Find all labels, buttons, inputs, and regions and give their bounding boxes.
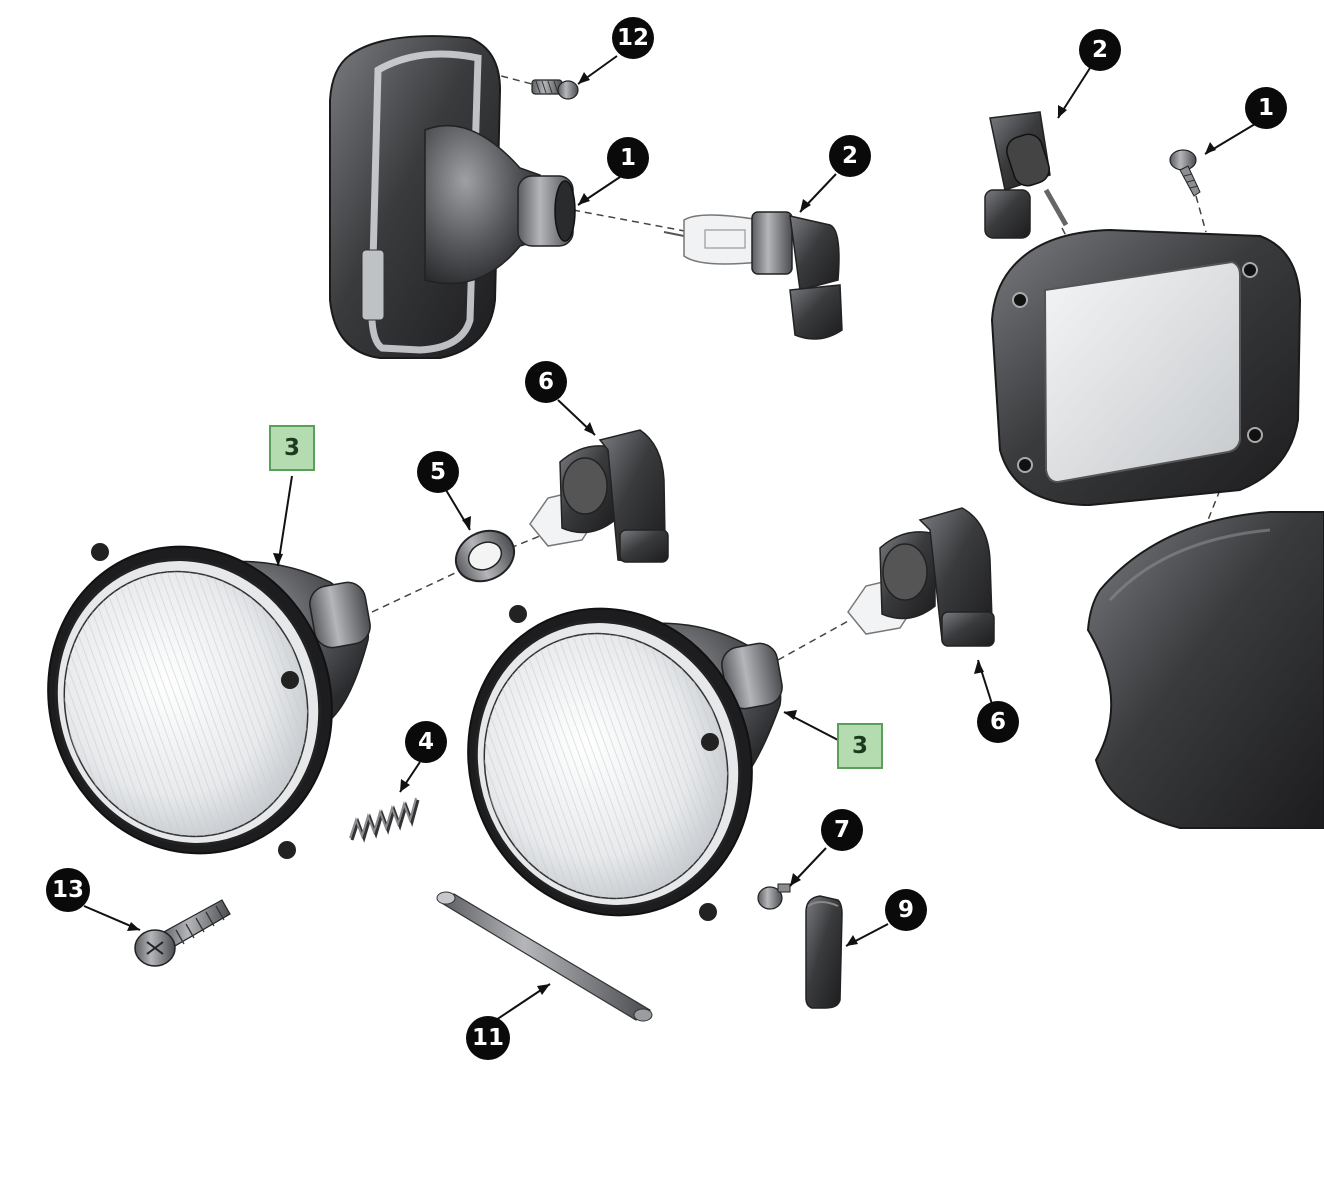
adjuster-spring	[349, 797, 420, 843]
svg-text:4: 4	[418, 729, 434, 755]
svg-text:3: 3	[284, 435, 300, 461]
hinge-pin	[436, 891, 653, 1022]
callout-6-middle: 6	[525, 361, 567, 403]
svg-text:9: 9	[898, 897, 914, 923]
svg-text:13: 13	[52, 877, 84, 903]
callout-1-top-right: 1	[1245, 87, 1287, 129]
small-screw	[757, 883, 791, 910]
bulb-socket-middle	[529, 429, 669, 563]
self-tapping-screw	[531, 79, 579, 100]
svg-text:1: 1	[620, 145, 636, 171]
callout-2-top-center: 2	[829, 135, 871, 177]
bulb-socket-top-right	[984, 111, 1069, 239]
sealing-ring	[454, 529, 516, 583]
svg-text:6: 6	[538, 369, 554, 395]
callout-9: 9	[885, 889, 927, 931]
callout-3-left-boxed: 3	[269, 425, 315, 471]
leader-arrowheads	[127, 72, 1216, 995]
round-headlamp-left	[47, 543, 371, 859]
callout-7: 7	[821, 809, 863, 851]
callout-12-top: 12	[612, 17, 654, 59]
svg-text:3: 3	[852, 733, 868, 759]
svg-text:5: 5	[430, 459, 446, 485]
callout-13: 13	[46, 868, 90, 912]
svg-text:2: 2	[1092, 37, 1108, 63]
square-lamp-assembly	[990, 228, 1302, 507]
svg-text:11: 11	[472, 1025, 504, 1051]
screw-top-right	[1169, 149, 1201, 197]
housing-cover	[1086, 511, 1324, 829]
callout-11: 11	[466, 1016, 510, 1060]
svg-text:6: 6	[990, 709, 1006, 735]
svg-text:1: 1	[1258, 95, 1274, 121]
svg-text:2: 2	[842, 143, 858, 169]
callout-1-top-center: 1	[607, 137, 649, 179]
rectangular-headlamp-housing	[329, 35, 576, 359]
callout-5: 5	[417, 451, 459, 493]
svg-text:12: 12	[617, 25, 649, 51]
mounting-screw	[134, 899, 231, 967]
retaining-clip	[805, 895, 843, 1009]
callout-2-top-right: 2	[1079, 29, 1121, 71]
round-headlamp-right	[467, 605, 783, 921]
halogen-bulb-top	[663, 211, 843, 340]
svg-text:7: 7	[834, 817, 850, 843]
callout-6-right: 6	[977, 701, 1019, 743]
callout-4: 4	[405, 721, 447, 763]
bulb-socket-right	[847, 507, 995, 647]
callout-3-right-boxed: 3	[837, 723, 883, 769]
